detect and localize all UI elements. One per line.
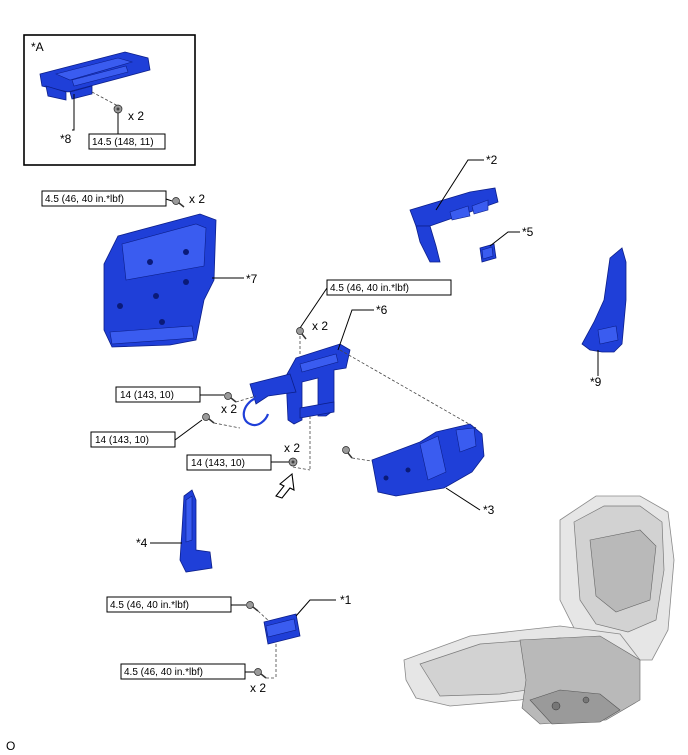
part-5-group: *5 bbox=[479, 225, 534, 263]
part-9-trim bbox=[581, 247, 627, 353]
frame-fasteners: 14 (143, 10) x 2 14 (143, 10) x 2 14 (14… bbox=[90, 386, 311, 499]
inset-nut-icon bbox=[113, 104, 123, 114]
part1-lower-bolt-icon bbox=[254, 668, 267, 679]
part-7-group: 4.5 (46, 40 in.*lbf) x 2 *7 bbox=[41, 190, 258, 348]
part-1-bracket bbox=[263, 613, 301, 645]
torque-part1-lower: 4.5 (46, 40 in.*lbf) bbox=[124, 667, 203, 678]
part-9-group: *9 bbox=[581, 247, 627, 389]
part6-bolt-icon bbox=[296, 327, 307, 340]
torque-inset: 14.5 (148, 11) bbox=[92, 137, 154, 148]
part7-quantity: x 2 bbox=[189, 192, 205, 206]
part-4-group: *4 bbox=[136, 489, 213, 573]
callout-1: *1 bbox=[340, 593, 352, 607]
frame-lower-bolt-icon bbox=[202, 413, 215, 424]
lower-quantity: x 2 bbox=[284, 441, 300, 455]
inset-part-8 bbox=[39, 51, 151, 101]
part-3-panel bbox=[371, 423, 485, 497]
frame-upper-bolt-icon bbox=[224, 392, 237, 403]
callout-5: *5 bbox=[522, 225, 534, 239]
arrow-icon bbox=[275, 472, 295, 499]
callout-2: *2 bbox=[486, 153, 498, 167]
part6-quantity: x 2 bbox=[312, 319, 328, 333]
torque-frame-upper: 14 (143, 10) bbox=[120, 390, 174, 401]
torque-part7: 4.5 (46, 40 in.*lbf) bbox=[45, 194, 124, 205]
part-4-trim bbox=[179, 489, 213, 573]
inset-quantity: x 2 bbox=[128, 109, 144, 123]
part-3-group: *3 bbox=[342, 423, 495, 517]
torque-part1-upper: 4.5 (46, 40 in.*lbf) bbox=[110, 600, 189, 611]
frame-quantity: x 2 bbox=[221, 402, 237, 416]
part7-bolt-icon bbox=[172, 197, 185, 208]
figure-code: O bbox=[6, 739, 15, 753]
torque-frame-lower: 14 (143, 10) bbox=[95, 435, 149, 446]
part1-quantity: x 2 bbox=[250, 681, 266, 695]
part-7-panel bbox=[103, 213, 217, 348]
inset-label: *A bbox=[31, 40, 44, 54]
frame-bottom-nut-icon bbox=[288, 457, 298, 467]
callout-4: *4 bbox=[136, 536, 148, 550]
torque-part6: 4.5 (46, 40 in.*lbf) bbox=[330, 283, 409, 294]
callout-3: *3 bbox=[483, 503, 495, 517]
callout-7: *7 bbox=[246, 272, 258, 286]
part-1-group: 4.5 (46, 40 in.*lbf) *1 4.5 (46, 40 in.*… bbox=[106, 593, 352, 695]
part-6-group: 4.5 (46, 40 in.*lbf) x 2 *6 bbox=[242, 279, 477, 429]
torque-frame-bottom: 14 (143, 10) bbox=[191, 458, 245, 469]
callout-9: *9 bbox=[590, 375, 602, 389]
inset-panel: *A x 2 *8 14.5 (148, 11) bbox=[23, 34, 196, 166]
part-6-frame bbox=[242, 343, 351, 427]
part1-upper-bolt-icon bbox=[246, 601, 259, 612]
part3-bolt-icon bbox=[342, 446, 353, 459]
callout-8: *8 bbox=[60, 132, 72, 146]
part-2-trim bbox=[409, 187, 499, 263]
callout-6: *6 bbox=[376, 303, 388, 317]
seat-illustration bbox=[403, 495, 675, 725]
part-2-group: *2 bbox=[409, 153, 499, 263]
